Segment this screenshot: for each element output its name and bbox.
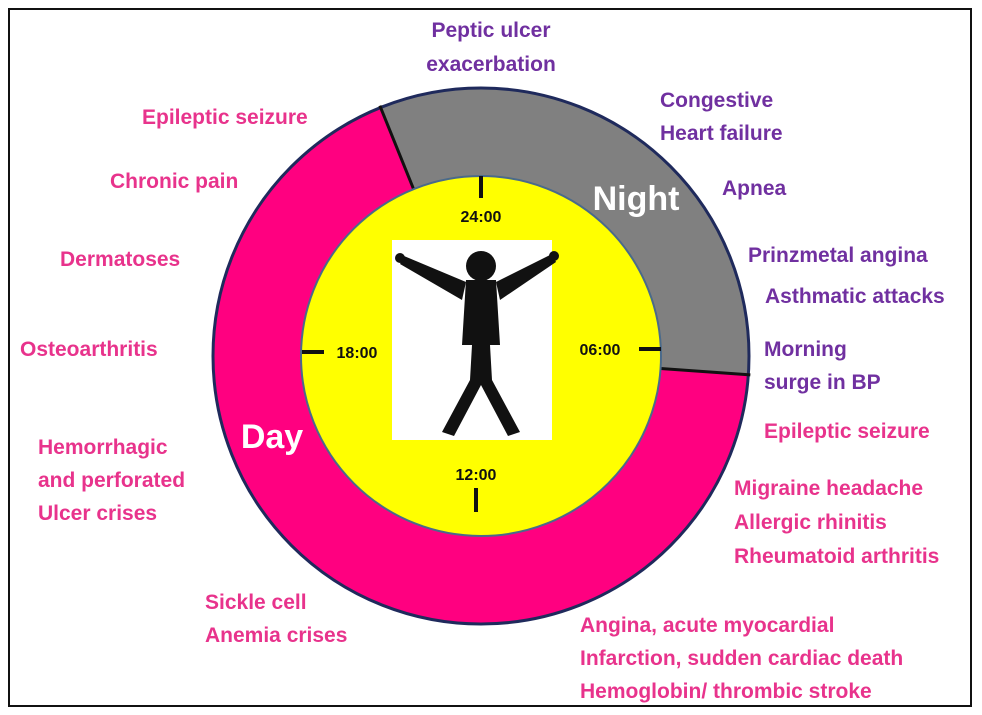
- peptic-ulcer-label-1: Peptic ulcer: [431, 19, 550, 42]
- ulcer-crises-label-1: Hemorrhagic: [38, 436, 168, 459]
- day-label: Day: [241, 418, 303, 456]
- time-label-24: 24:00: [461, 209, 502, 226]
- dermatoses-label: Dermatoses: [60, 248, 180, 271]
- angina-label-1: Angina, acute myocardial: [580, 614, 834, 637]
- ulcer-crises-label-2: and perforated: [38, 469, 185, 492]
- human-figure-icon: [392, 240, 559, 440]
- chf-label-1: Congestive: [660, 89, 773, 112]
- angina-label-3: Hemoglobin/ thrombic stroke: [580, 680, 872, 703]
- time-label-12: 12:00: [456, 467, 497, 484]
- chronic-pain-label: Chronic pain: [110, 170, 238, 193]
- epileptic-seizure-right-label: Epileptic seizure: [764, 420, 930, 443]
- ulcer-crises-label-3: Ulcer crises: [38, 502, 157, 525]
- sickle-cell-label-1: Sickle cell: [205, 591, 307, 614]
- chf-label-2: Heart failure: [660, 122, 783, 145]
- angina-label-2: Infarction, sudden cardiac death: [580, 647, 903, 670]
- sickle-cell-label-2: Anemia crises: [205, 624, 347, 647]
- time-label-06: 06:00: [580, 342, 621, 359]
- osteoarthritis-label: Osteoarthritis: [20, 338, 158, 361]
- time-label-18: 18:00: [337, 345, 378, 362]
- night-label: Night: [593, 180, 680, 218]
- migraine-label: Migraine headache: [734, 477, 923, 500]
- rheumatoid-arthritis-label: Rheumatoid arthritis: [734, 545, 939, 568]
- prinzmetal-label: Prinzmetal angina: [748, 244, 928, 267]
- bp-surge-label-2: surge in BP: [764, 371, 881, 394]
- apnea-label: Apnea: [722, 177, 787, 200]
- bp-surge-label-1: Morning: [764, 338, 847, 361]
- epileptic-seizure-top-label: Epileptic seizure: [142, 106, 308, 129]
- peptic-ulcer-label-2: exacerbation: [426, 53, 556, 76]
- asthma-label: Asthmatic attacks: [765, 285, 945, 308]
- allergic-rhinitis-label: Allergic rhinitis: [734, 511, 887, 534]
